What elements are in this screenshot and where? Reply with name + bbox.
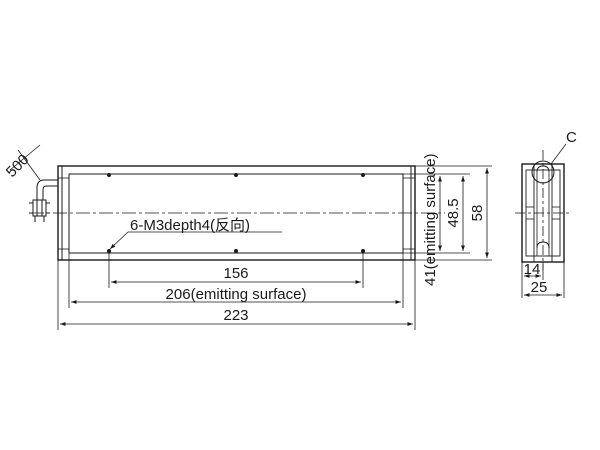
emitting-width-label: 41(emitting surface): [422, 153, 439, 286]
side-total-width-label: 25: [531, 279, 548, 296]
cable-length-label: 500: [3, 151, 33, 181]
inner-height-label: 48.5: [445, 198, 462, 227]
mounting-hole: [361, 173, 365, 177]
mounting-hole: [234, 173, 238, 177]
front-view: 500 6-M3depth4(反向) 156 206(emitting surf…: [3, 144, 492, 330]
mounting-hole: [107, 173, 111, 177]
total-height-label: 58: [469, 205, 486, 222]
cable-length-dimension: 500: [3, 144, 41, 181]
mounting-hole-label: 6-M3depth4(反向): [130, 217, 250, 234]
cable-connector: [29, 179, 58, 222]
side-inner-width-dimension: 14: [521, 261, 544, 298]
detail-c-label: C: [566, 129, 577, 146]
hole-pitch-label: 156: [223, 265, 248, 282]
side-view: C 14 25: [515, 129, 577, 298]
mounting-hole: [107, 249, 111, 253]
emitting-length-label: 206(emitting surface): [166, 286, 307, 303]
mounting-hole-callout: 6-M3depth4(反向): [109, 217, 282, 250]
mounting-holes: [107, 173, 365, 253]
height-dimensions: 41(emitting surface) 48.5 58: [403, 153, 492, 286]
total-length-dimension: 223: [57, 260, 416, 330]
emitting-length-dimension: 206(emitting surface): [68, 253, 404, 308]
hole-pitch-dimension: 156: [108, 253, 364, 288]
emitting-surface-outline: [68, 173, 404, 254]
mounting-hole: [361, 249, 365, 253]
side-total-width-dimension: 25: [524, 262, 565, 298]
side-inner-width-label: 14: [524, 261, 541, 278]
mounting-hole: [234, 249, 238, 253]
total-length-label: 223: [223, 307, 248, 324]
detail-c-callout: C: [550, 129, 577, 165]
